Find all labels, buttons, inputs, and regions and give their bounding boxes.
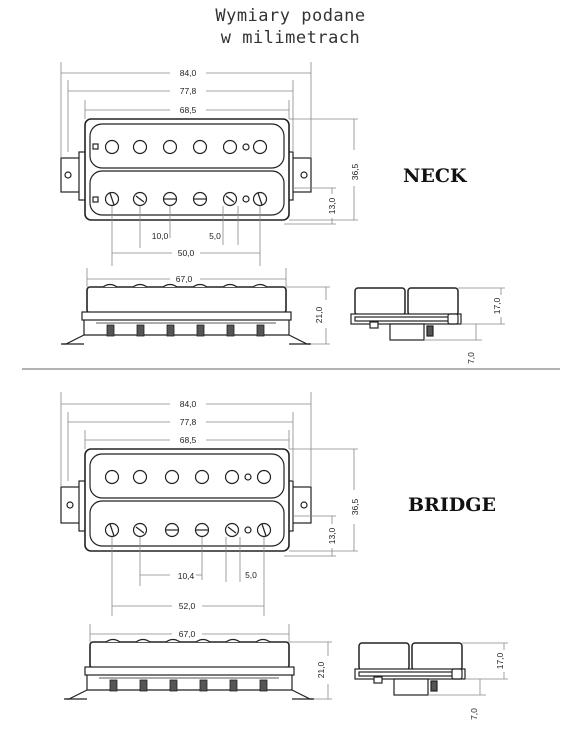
- bridge-dim-screw: 7,0: [469, 708, 479, 720]
- neck-dim-coil: 13,0: [327, 197, 337, 214]
- bridge-dim-width-cover: 68,5: [180, 435, 197, 445]
- title-line-2: w milimetrach: [220, 28, 361, 48]
- neck-dim-width-cover: 68,5: [180, 105, 197, 115]
- neck-dim-height-cover: 17,0: [492, 297, 502, 314]
- bridge-dim-height: 21,0: [316, 661, 326, 678]
- bridge-top-dimensions: 84,0 77,8 68,5 36,5 13,0 10,4 5,0 52,0: [60, 392, 360, 616]
- neck-side-dimensions: 67,0 21,0: [86, 268, 330, 345]
- bridge-end-view: [354, 642, 466, 696]
- neck-dim-side-width: 67,0: [176, 274, 193, 284]
- bridge-label: BRIDGE: [408, 494, 496, 516]
- neck-dim-depth: 36,5: [350, 163, 360, 180]
- neck-end-dimensions: 17,0 7,0: [424, 287, 505, 364]
- bridge-dim-width-base: 77,8: [180, 417, 197, 427]
- bridge-dim-side-width: 67,0: [179, 629, 196, 639]
- bridge-dim-pole-a: 10,4: [178, 571, 195, 581]
- bridge-section: BRIDGE: [60, 392, 508, 720]
- neck-dim-spacing: 50,0: [178, 248, 195, 258]
- title-line-1: Wymiary podane: [215, 6, 366, 26]
- bridge-side-view: [64, 638, 314, 700]
- neck-dim-pole-a: 10,0: [152, 231, 169, 241]
- neck-dim-pole-b: 5,0: [209, 231, 221, 241]
- bridge-top-view: [60, 448, 312, 552]
- bridge-dim-coil: 13,0: [327, 527, 337, 544]
- neck-dim-width-base: 77,8: [180, 86, 197, 96]
- bridge-dim-height-cover: 17,0: [495, 652, 505, 669]
- neck-section: NECK: [60, 62, 505, 364]
- neck-label: NECK: [403, 165, 468, 187]
- neck-side-view: [61, 283, 311, 345]
- neck-dim-height: 21,0: [314, 306, 324, 323]
- bridge-side-dimensions: 67,0 21,0: [89, 624, 332, 700]
- neck-end-view: [350, 287, 462, 341]
- bridge-dim-depth: 36,5: [350, 498, 360, 515]
- neck-top-dimensions: 84,0 77,8 68,5 36,5 13,0 10,0 5,0 50,0: [60, 62, 360, 266]
- bridge-dim-spacing: 52,0: [179, 601, 196, 611]
- neck-top-view: [60, 118, 312, 221]
- bridge-end-dimensions: 17,0 7,0: [428, 642, 508, 720]
- neck-dim-screw: 7,0: [466, 352, 476, 364]
- bridge-dim-width-total: 84,0: [180, 399, 197, 409]
- bridge-dim-pole-b: 5,0: [245, 570, 257, 580]
- neck-dim-width-total: 84,0: [180, 68, 197, 78]
